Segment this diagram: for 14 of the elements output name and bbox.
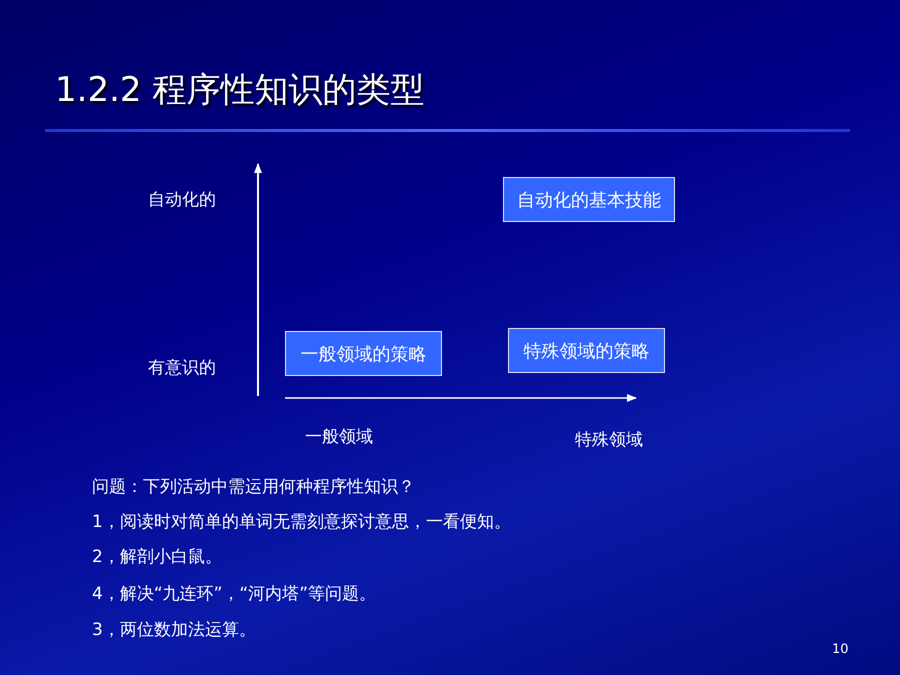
category-box: 一般领域的策略: [285, 331, 442, 376]
question-text: 问题：下列活动中需运用何种程序性知识？: [92, 477, 415, 497]
axis-label: 一般领域: [305, 427, 373, 447]
list-item: 4，解决“九连环”，“河内塔”等问题。: [92, 584, 376, 604]
axis-label: 自动化的: [148, 190, 216, 210]
slide-title: 1.2.2 程序性知识的类型: [55, 70, 424, 110]
axis-label: 有意识的: [148, 358, 216, 378]
page-number: 10: [832, 641, 849, 659]
axis-label: 特殊领域: [575, 430, 643, 450]
list-item: 2，解剖小白鼠。: [92, 547, 222, 567]
list-item: 3，两位数加法运算。: [92, 620, 256, 640]
category-box: 自动化的基本技能: [503, 177, 675, 222]
list-item: 1，阅读时对简单的单词无需刻意探讨意思，一看便知。: [92, 512, 511, 532]
category-box: 特殊领域的策略: [508, 328, 665, 373]
